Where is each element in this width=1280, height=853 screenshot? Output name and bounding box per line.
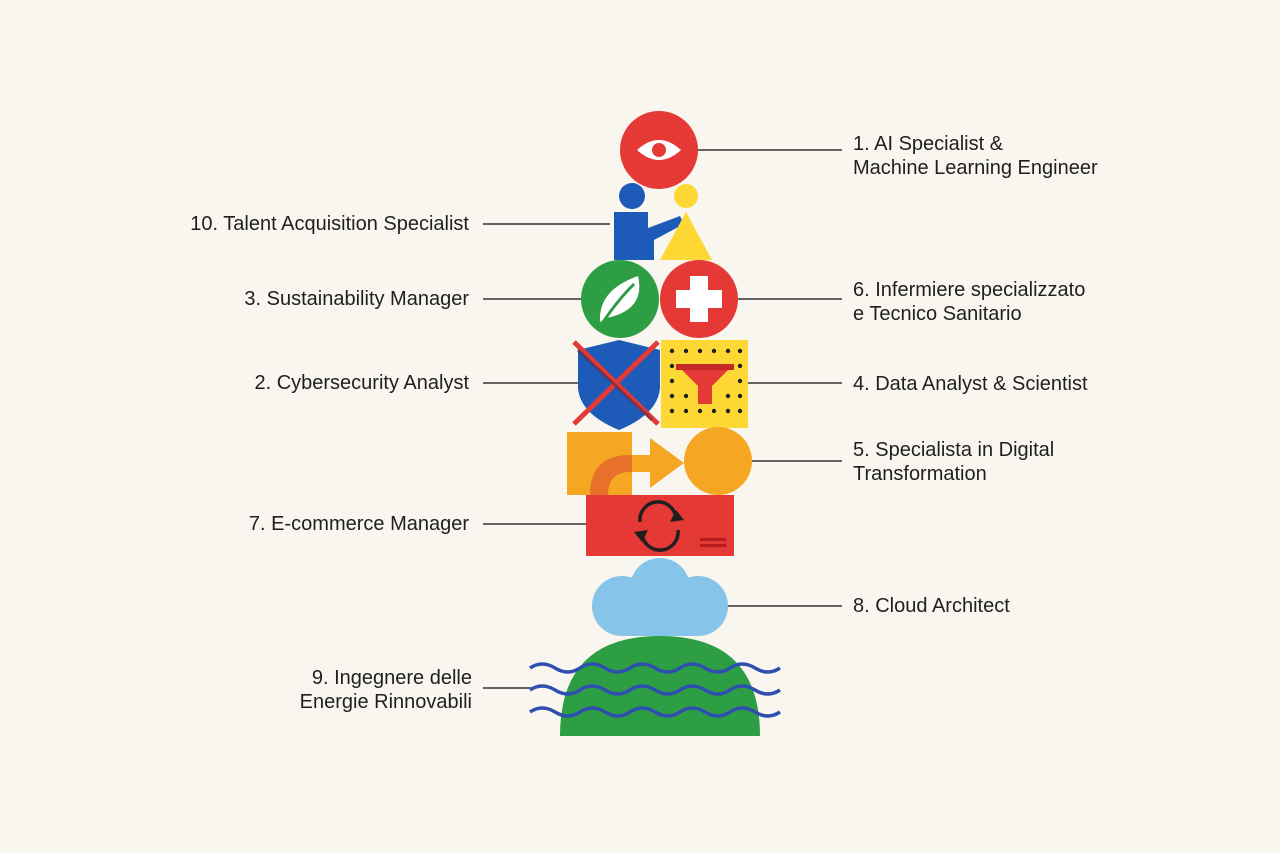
connector-lines — [483, 149, 842, 689]
hill-waves-icon — [529, 636, 781, 736]
label-2-line1: 2. Cybersecurity Analyst — [254, 372, 469, 394]
label-7-line1: 7. E-commerce Manager — [248, 513, 469, 535]
label-6-line2: e Tecnico Sanitario — [853, 303, 1022, 325]
label-1-line1: 1. AI Specialist & — [853, 133, 1004, 155]
label-infermiere: 6. Infermiere specializzato e Tecnico Sa… — [853, 278, 1085, 326]
label-sustainability: 3. Sustainability Manager — [244, 287, 469, 311]
label-ecommerce: 7. E-commerce Manager — [249, 512, 469, 536]
arrow-icon — [567, 427, 752, 495]
leaf-icon — [581, 260, 659, 338]
label-digital-transformation: 5. Specialista in Digital Transformation — [853, 438, 1054, 486]
label-3-line1: 3. Sustainability Manager — [244, 288, 469, 310]
eye-icon — [620, 111, 698, 189]
label-4-line1: 4. Data Analyst & Scientist — [853, 373, 1088, 395]
label-energie-rinnovabili: 9. Ingegnere delle Energie Rinnovabili — [300, 666, 472, 714]
sync-icon — [586, 495, 734, 556]
cloud-icon — [592, 558, 728, 636]
label-10-line1: 10. Talent Acquisition Specialist — [190, 213, 469, 235]
label-5-line1: 5. Specialista in Digital — [853, 439, 1055, 461]
label-cloud-architect: 8. Cloud Architect — [853, 594, 1010, 618]
label-data-analyst: 4. Data Analyst & Scientist — [853, 372, 1088, 396]
medical-cross-icon — [660, 260, 738, 338]
funnel-icon — [661, 340, 748, 428]
label-9-line1: 9. Ingegnere delle — [311, 667, 472, 689]
label-cybersecurity: 2. Cybersecurity Analyst — [254, 371, 469, 395]
label-8-line1: 8. Cloud Architect — [853, 595, 1010, 617]
people-icon — [614, 183, 712, 260]
label-ai-specialist: 1. AI Specialist & Machine Learning Engi… — [853, 132, 1098, 180]
label-5-line2: Transformation — [853, 463, 987, 485]
shield-icon — [572, 340, 660, 430]
label-talent-acquisition: 10. Talent Acquisition Specialist — [190, 212, 469, 236]
label-6-line1: 6. Infermiere specializzato — [853, 279, 1086, 301]
label-9-line2: Energie Rinnovabili — [299, 691, 472, 713]
label-1-line2: Machine Learning Engineer — [853, 157, 1098, 179]
